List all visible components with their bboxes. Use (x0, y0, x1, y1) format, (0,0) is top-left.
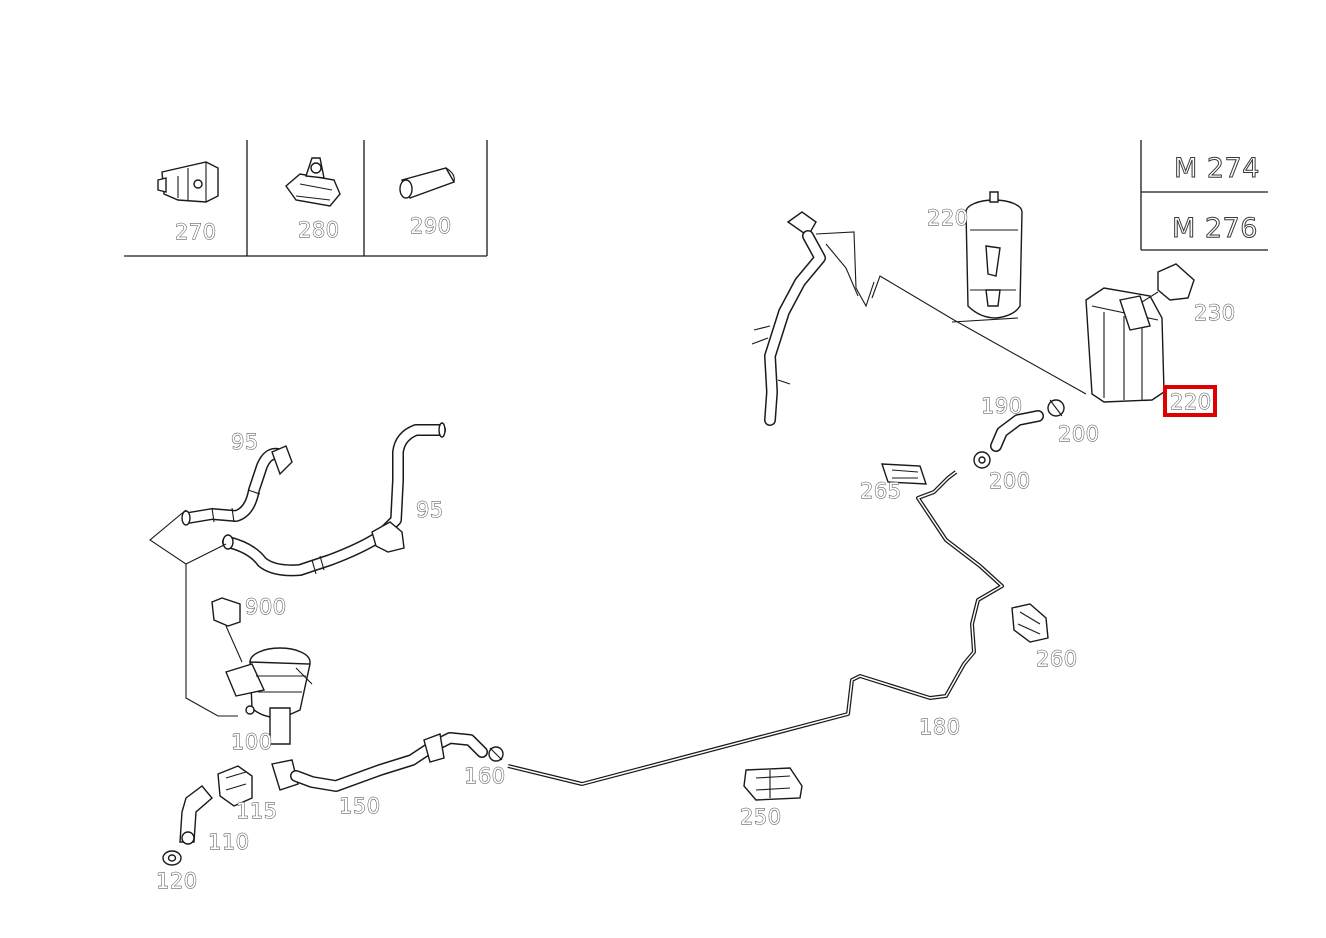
legend-label-280: 280 (298, 218, 340, 242)
assembly-leader-lines (871, 275, 1087, 395)
callout-labels: 95 95 900 100 115 110 120 150 160 250 18… (156, 206, 1236, 894)
charcoal-canister-220[interactable] (1085, 287, 1165, 403)
pipe-180[interactable] (507, 470, 1004, 786)
holder-265[interactable] (881, 463, 927, 485)
callout-150: 150 (339, 794, 381, 818)
bracket-110[interactable] (179, 785, 213, 845)
plug-900[interactable] (211, 597, 243, 663)
clip-icon[interactable] (157, 161, 219, 203)
callout-200-lower: 200 (989, 469, 1031, 493)
holder-260[interactable] (1011, 603, 1049, 643)
callout-220-highlighted: 220 (1170, 390, 1212, 414)
legend-table: 270 280 290 (124, 140, 488, 257)
highlighted-callout-220[interactable]: 220 (1163, 385, 1217, 417)
holder-115[interactable] (217, 765, 253, 807)
valve-230[interactable] (1141, 263, 1195, 303)
legend-label-290: 290 (410, 214, 452, 238)
engine-variant-m274: M 274 (1174, 153, 1260, 184)
callout-95-lower: 95 (416, 498, 444, 522)
highlight-box (1163, 385, 1217, 417)
purge-valve-100[interactable] (225, 647, 313, 745)
callout-200-upper: 200 (1058, 422, 1100, 446)
hose-190[interactable] (990, 410, 1044, 452)
filler-neck[interactable] (751, 211, 875, 426)
grommet-120[interactable] (162, 850, 182, 866)
callout-95-upper: 95 (231, 430, 259, 454)
callout-160: 160 (464, 764, 506, 788)
callout-220-upper: 220 (927, 206, 969, 230)
hose-95-lower[interactable] (222, 422, 446, 577)
callout-900: 900 (245, 595, 287, 619)
clamp-200-lower[interactable] (973, 451, 991, 469)
callout-190: 190 (981, 394, 1023, 418)
callout-115: 115 (236, 799, 278, 823)
hose-sleeve-icon[interactable] (399, 167, 456, 199)
callout-230: 230 (1194, 301, 1236, 325)
filter-220-upper[interactable] (965, 191, 1023, 319)
clamp-160[interactable] (488, 746, 504, 762)
legend-label-270: 270 (175, 220, 217, 244)
callout-100: 100 (231, 730, 273, 754)
callout-120: 120 (156, 869, 198, 893)
engine-variant-m276: M 276 (1172, 213, 1258, 244)
clamp-200-upper[interactable] (1047, 399, 1065, 417)
callout-260: 260 (1036, 647, 1078, 671)
callout-110: 110 (208, 830, 250, 854)
hose-95-upper[interactable] (181, 445, 293, 526)
holder-250[interactable] (743, 767, 803, 801)
callout-250: 250 (740, 805, 782, 829)
engine-variant-box: M 274 M 276 (1140, 140, 1268, 251)
push-clip-icon[interactable] (285, 157, 341, 207)
hose-150[interactable] (271, 732, 488, 792)
callout-180: 180 (919, 715, 961, 739)
callout-265: 265 (860, 479, 902, 503)
group-bracket-95 (149, 509, 238, 717)
